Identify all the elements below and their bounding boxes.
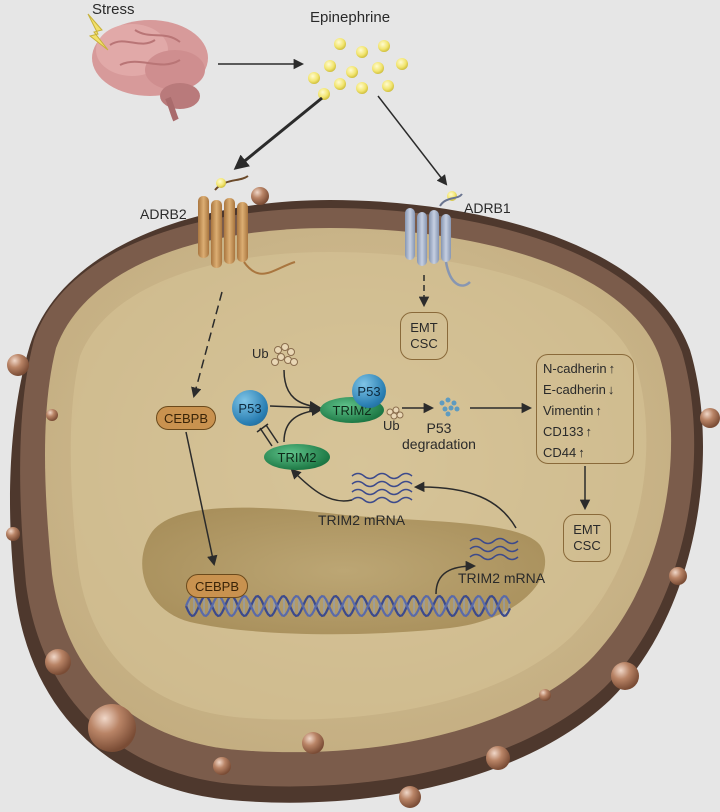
arrow-cebpb-to-nucleus: [185, 431, 218, 567]
csc-top-label: CSC: [410, 336, 438, 351]
trim2-mrna-cyto-label: TRIM2 mRNA: [318, 512, 406, 528]
emt-bottom-label: EMT: [573, 522, 601, 537]
membrane-beads: [6, 187, 720, 808]
adrb2-label: ADRB2: [140, 206, 187, 222]
stress-label: Stress: [92, 1, 135, 18]
p53-bound: P53: [352, 374, 386, 408]
arrow-adrb2-to-cebpb: [191, 291, 223, 399]
up-arrow-icon: ↑: [595, 403, 602, 418]
marker-name: E-cadherin: [543, 381, 606, 397]
marker-name: CD44: [543, 444, 577, 460]
arrow-epinephrine-to-adrb1: [377, 95, 448, 186]
arrow-nuclear-mrna-to-cyto-mrna: [413, 481, 517, 529]
marker-name: Vimentin: [543, 402, 594, 418]
dna-helix-icon: [184, 594, 511, 618]
emt-csc-box-bottom: EMT CSC: [563, 514, 611, 562]
nuclear-mrna-icon: [469, 537, 519, 561]
ub-bound-molecules: [386, 406, 404, 420]
arrow-dna-to-nuclear-mrna: [435, 560, 477, 595]
degradation-fragments: [439, 397, 460, 417]
csc-bottom-label: CSC: [573, 538, 601, 553]
marker-row: CD44↑: [543, 442, 633, 463]
up-arrow-icon: ↑: [585, 424, 592, 439]
arrow-epinephrine-to-adrb2: [233, 96, 323, 170]
cebpb-cytoplasm: CEBPB: [156, 406, 216, 430]
mrna-icon: [351, 472, 413, 504]
dna-strand: [184, 594, 511, 618]
arrow-trim2-to-complex: [283, 405, 323, 443]
trim2-free: TRIM2: [264, 444, 330, 470]
marker-row: N-cadherin↑: [543, 358, 633, 379]
ub-bound-label: Ub: [383, 418, 400, 433]
marker-row: CD133↑: [543, 421, 633, 442]
p53-free: P53: [232, 390, 268, 426]
marker-row: E-cadherin↓: [543, 379, 633, 400]
lightning-icon: [87, 13, 109, 51]
emt-csc-box-top: EMT CSC: [400, 312, 448, 360]
ub-top-label: Ub: [252, 346, 269, 361]
up-arrow-icon: ↑: [608, 361, 616, 376]
marker-name: CD133: [543, 423, 584, 439]
brain-icon: [92, 20, 208, 122]
marker-row: Vimentin↑: [543, 400, 633, 421]
emt-top-label: EMT: [410, 320, 438, 335]
arrow-mrna-to-trim2: [290, 468, 353, 502]
inhibition-symbol: [256, 423, 279, 447]
down-arrow-icon: ↓: [607, 382, 615, 397]
trim2-mrna-nuclear-label: TRIM2 mRNA: [458, 570, 546, 586]
adrb1-label: ADRB1: [464, 200, 511, 216]
adrb1-receptor: [405, 191, 471, 287]
up-arrow-icon: ↑: [578, 445, 585, 460]
adrb2-receptor: [198, 175, 296, 275]
dna-strand: [184, 594, 511, 618]
ub-molecules-top: [271, 343, 298, 366]
markers-box: N-cadherin↑E-cadherin↓Vimentin↑CD133↑CD4…: [536, 354, 634, 464]
epinephrine-label: Epinephrine: [310, 9, 391, 26]
cebpb-nucleus: CEBPB: [186, 574, 248, 598]
epinephrine-molecules: [308, 38, 408, 100]
marker-name: N-cadherin: [543, 360, 607, 376]
p53-degradation-label: P53 degradation: [402, 420, 476, 452]
markers-list: N-cadherin↑E-cadherin↓Vimentin↑CD133↑CD4…: [543, 355, 633, 463]
